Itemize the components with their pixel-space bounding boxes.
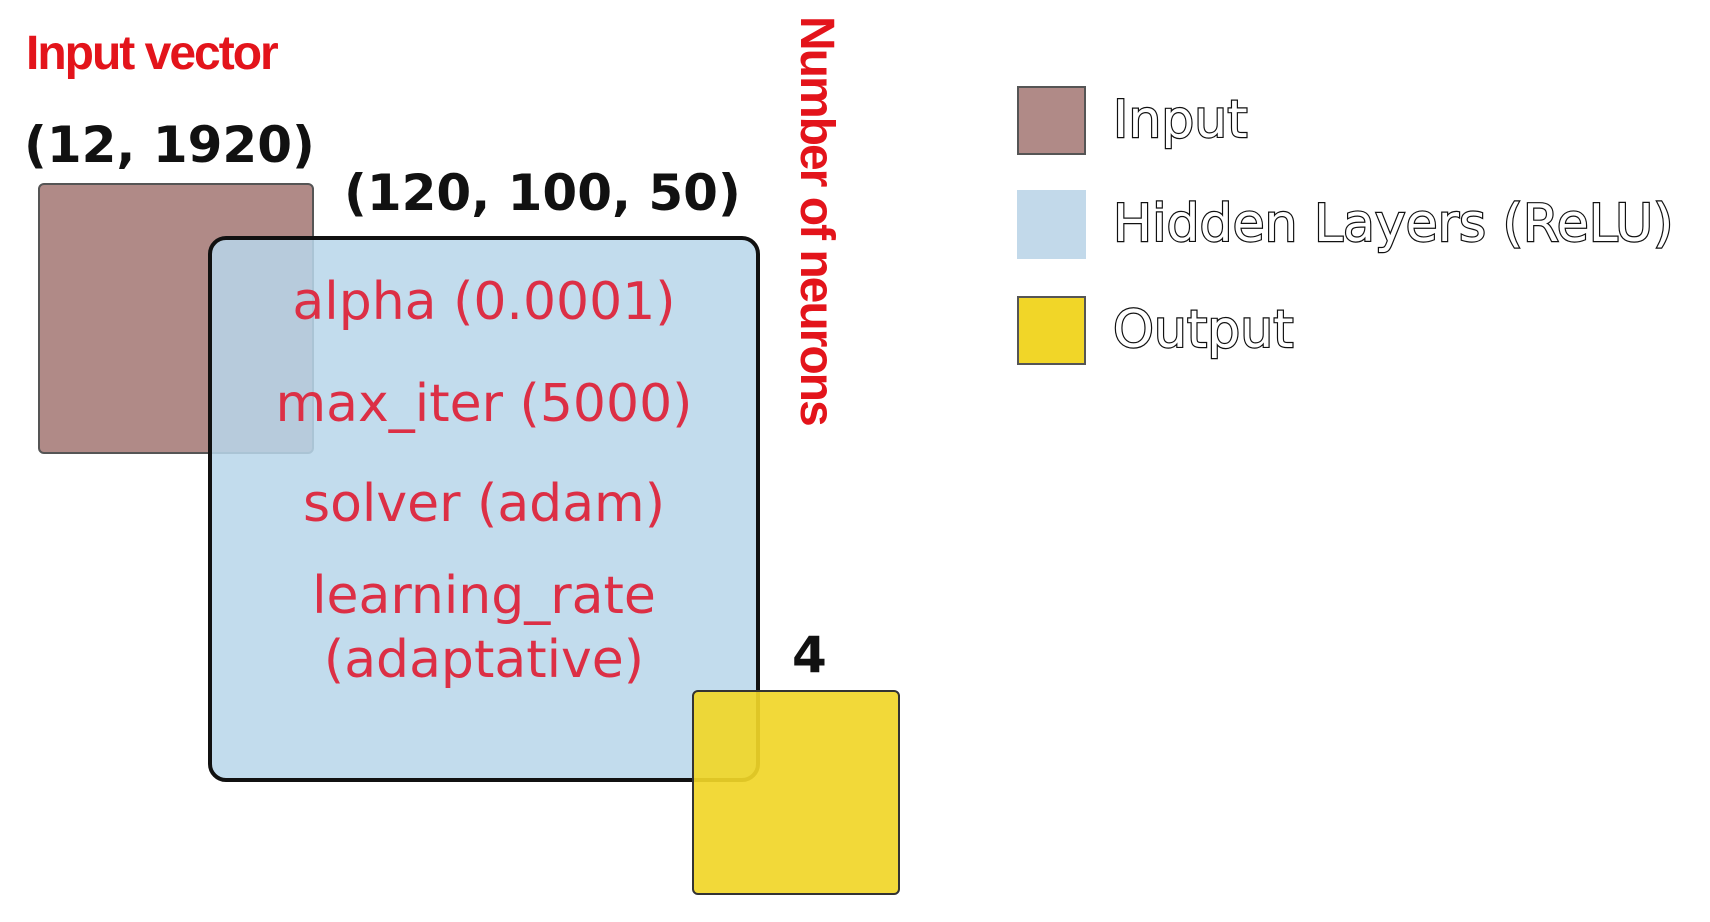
input-vector-title: Input vector xyxy=(26,27,279,80)
legend-label-input: Input xyxy=(1112,89,1249,151)
param-alpha: alpha (0.0001) xyxy=(292,272,676,332)
hidden-layers-box xyxy=(208,236,760,782)
param-max-iter: max_iter (5000) xyxy=(275,374,693,434)
param-learning-rate: learning_rate xyxy=(312,566,656,626)
output-shape-label: 4 xyxy=(792,626,827,684)
hidden-shape-label: (120, 100, 50) xyxy=(344,164,741,222)
legend-item-hidden: Hidden Layers (ReLU) xyxy=(1017,190,1707,260)
legend-label-output: Output xyxy=(1112,299,1295,361)
param-learning-rate-value: (adaptative) xyxy=(323,630,645,690)
input-shape-label: (12, 1920) xyxy=(24,116,315,174)
number-of-neurons-title: Number of neurons xyxy=(790,16,843,425)
legend-item-output: Output xyxy=(1017,296,1707,366)
output-layer-box xyxy=(692,690,900,895)
legend-label-hidden: Hidden Layers (ReLU) xyxy=(1112,193,1675,255)
legend-item-input: Input xyxy=(1017,86,1707,156)
legend-swatch-output xyxy=(1017,296,1086,365)
param-solver: solver (adam) xyxy=(303,474,665,534)
legend-swatch-hidden xyxy=(1017,190,1086,259)
hidden-layer-params: alpha (0.0001) max_iter (5000) solver (a… xyxy=(208,236,760,782)
legend-swatch-input xyxy=(1017,86,1086,155)
